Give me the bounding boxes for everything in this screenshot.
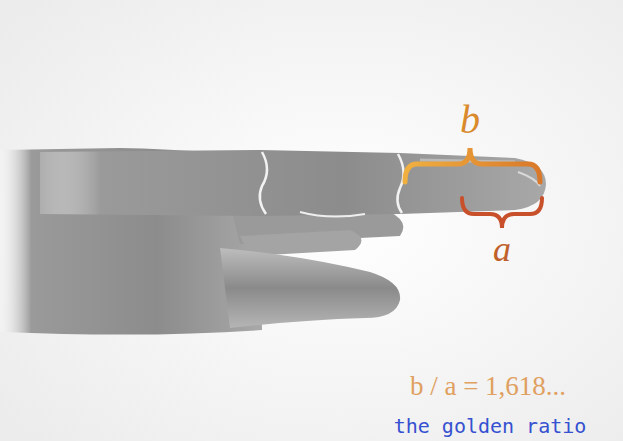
dimension-label: b <box>460 98 480 142</box>
joint-line <box>397 154 403 213</box>
caption-note: the golden ratio <box>394 415 587 437</box>
thumb <box>220 248 400 328</box>
dimension-label: a <box>493 230 511 270</box>
joint-line <box>260 152 267 214</box>
bracket <box>462 198 542 228</box>
bracket <box>405 148 540 182</box>
ratio-formula: b / a = 1,618... <box>410 372 566 402</box>
